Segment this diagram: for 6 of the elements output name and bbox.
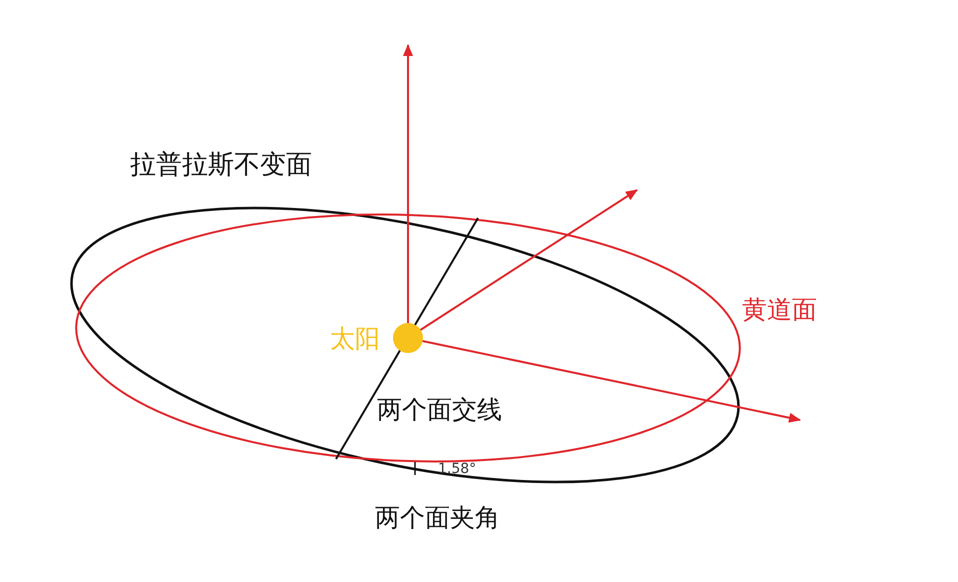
sun-label: 太阳: [330, 326, 380, 351]
line-label: 两个面交线: [377, 397, 502, 422]
angle-label: 两个面夹角: [375, 505, 500, 530]
plane-label: 拉普拉斯不变面: [130, 152, 312, 178]
plane-label: 黄道面: [742, 297, 817, 322]
angle-value: 1.58°: [438, 462, 476, 476]
